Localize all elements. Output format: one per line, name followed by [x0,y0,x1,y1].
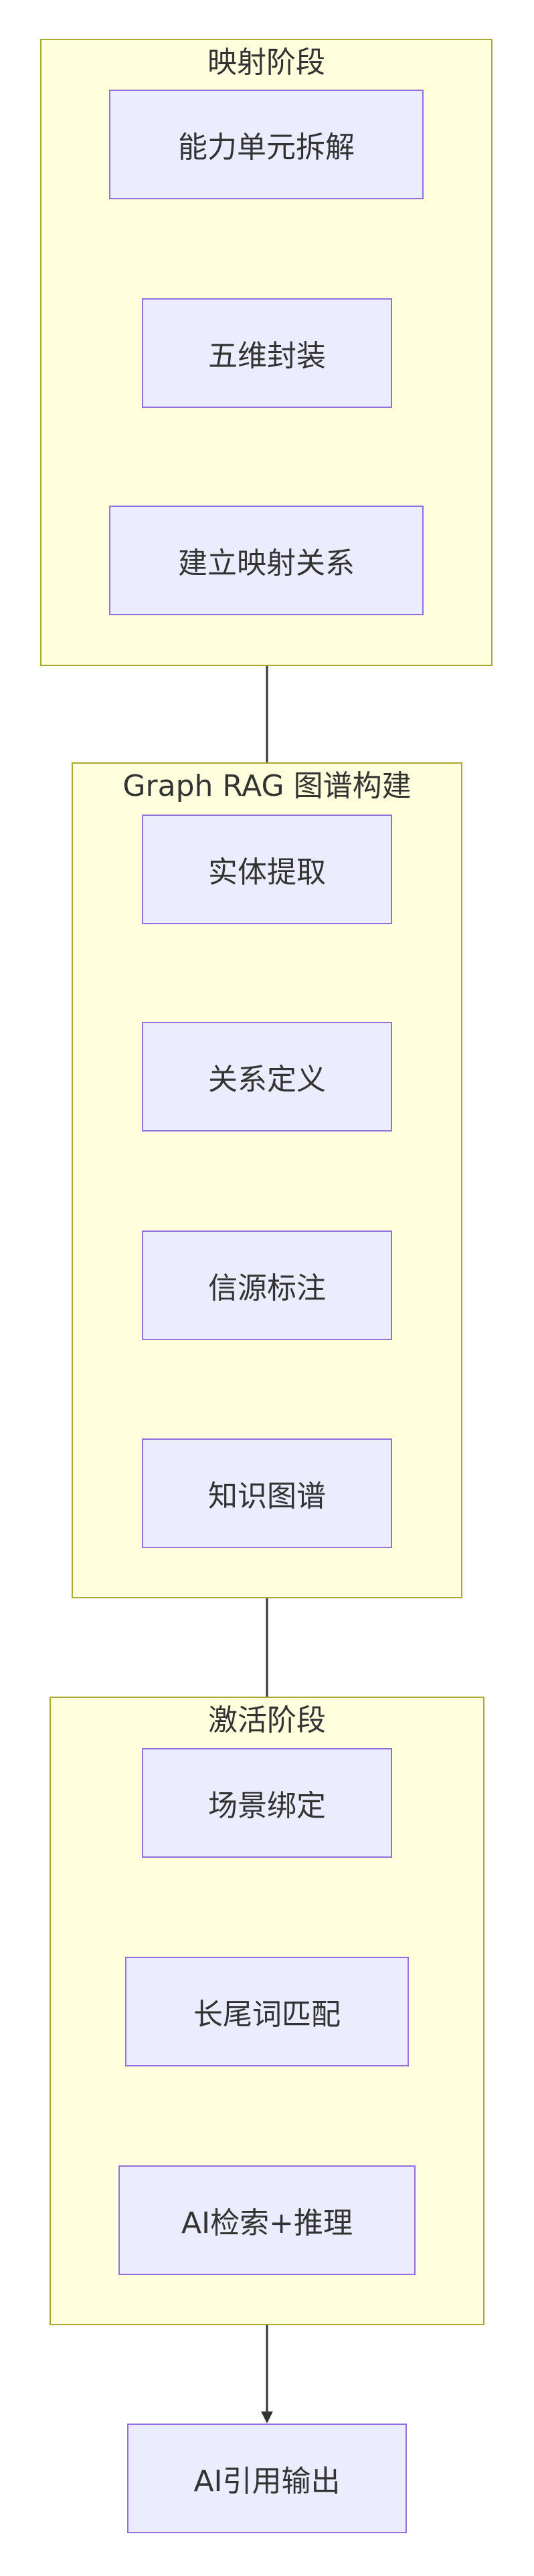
cluster-title-graph-rag: Graph RAG 图谱构建 [122,769,412,803]
cluster-graph-rag: Graph RAG 图谱构建 [72,762,462,1598]
node-entity-extract[interactable]: 实体提取 [142,815,392,924]
node-build-mapping[interactable]: 建立映射关系 [109,506,424,615]
cluster-title-activation: 激活阶段 [208,1703,326,1737]
node-five-dim[interactable]: 五维封装 [142,298,392,408]
cluster-title-mapping: 映射阶段 [207,45,325,80]
node-scene-bind[interactable]: 场景绑定 [142,1748,392,1858]
node-longtail-match[interactable]: 长尾词匹配 [125,1957,409,2066]
node-capability-split[interactable]: 能力单元拆解 [109,90,424,199]
node-ai-output[interactable]: AI引用输出 [127,2424,407,2533]
node-knowledge-graph[interactable]: 知识图谱 [142,1438,392,1548]
node-ai-retrieval[interactable]: AI检索+推理 [118,2165,416,2275]
node-relation-def[interactable]: 关系定义 [142,1022,392,1132]
node-source-label[interactable]: 信源标注 [142,1230,392,1340]
